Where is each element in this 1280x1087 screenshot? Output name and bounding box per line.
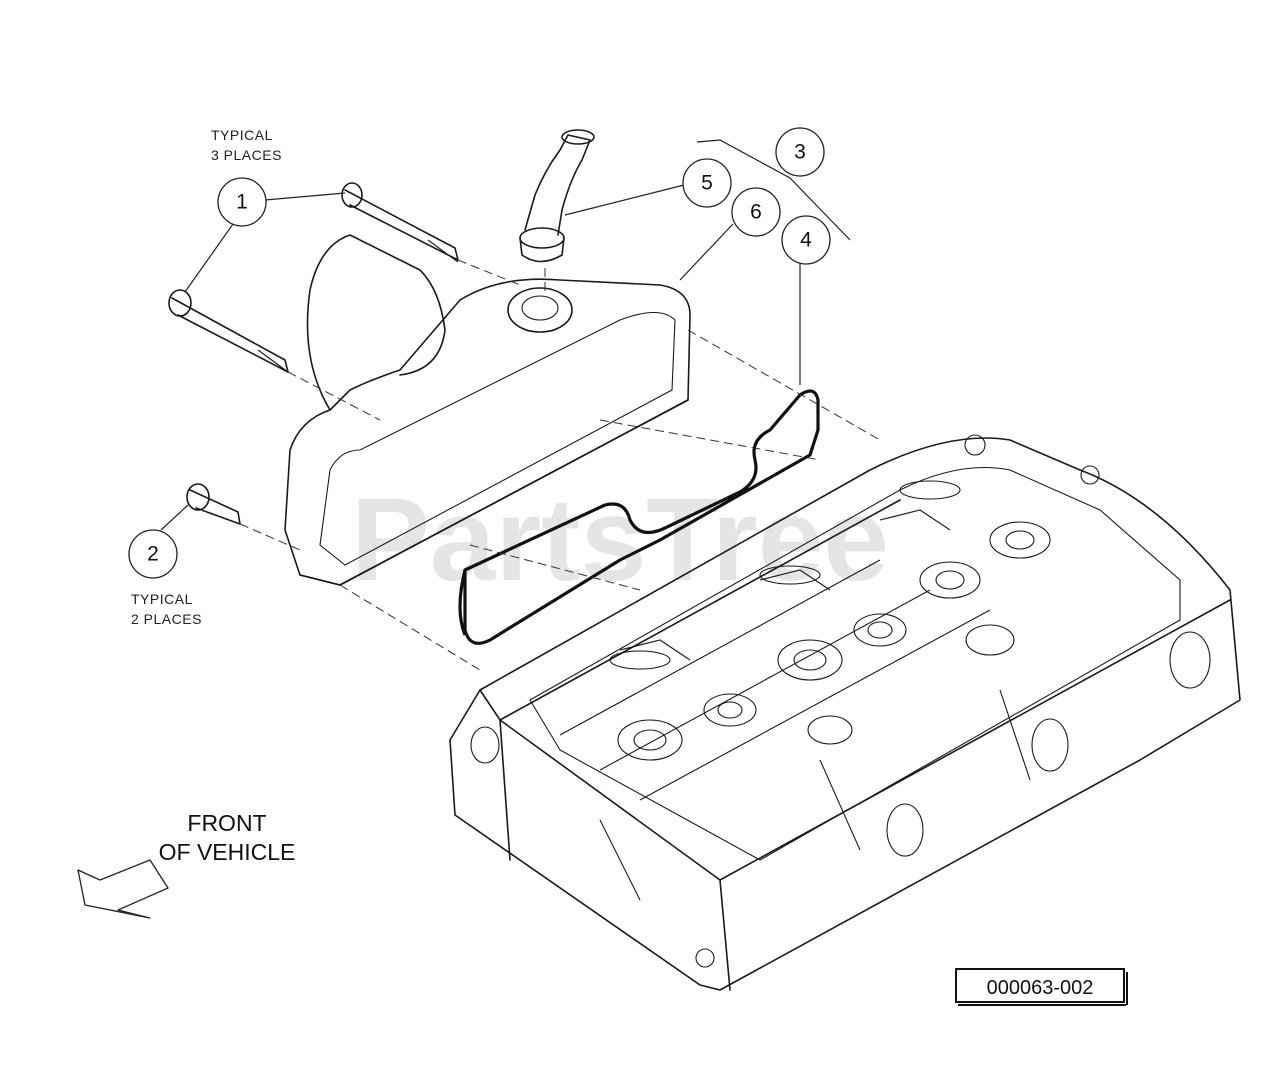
callout-2: 2 <box>128 529 178 579</box>
elbow-fitting-drawing <box>519 129 595 263</box>
front-label-line1: FRONT <box>187 810 266 836</box>
callout-6: 6 <box>731 187 781 237</box>
drawing-number: 000063-002 <box>987 977 1094 999</box>
typical-2-places-line2: 2 PLACES <box>131 611 202 627</box>
short-bolt-drawing <box>186 483 241 525</box>
svg-text:2: 2 <box>147 543 159 566</box>
gasket-drawing <box>458 389 820 645</box>
leader-lines <box>160 139 851 531</box>
svg-text:1: 1 <box>236 191 248 214</box>
long-bolt-upper-drawing <box>341 182 459 263</box>
assembly-lines <box>239 259 881 671</box>
svg-text:5: 5 <box>701 172 713 195</box>
watermark-text: PartsTree <box>351 474 889 606</box>
typical-2-places-line1: TYPICAL <box>131 591 193 607</box>
typical-3-places-line2: 3 PLACES <box>211 147 282 163</box>
callout-4: 4 <box>781 215 831 265</box>
svg-text:6: 6 <box>750 201 762 224</box>
callout-5: 5 <box>682 158 732 208</box>
callout-1: 1 <box>217 177 267 227</box>
svg-text:4: 4 <box>800 229 812 252</box>
drawing-number-box <box>955 968 1125 1003</box>
long-bolt-lower-drawing <box>168 289 289 373</box>
svg-text:3: 3 <box>794 141 806 164</box>
callout-3: 3 <box>775 127 825 177</box>
front-arrow-icon <box>77 859 169 919</box>
front-label-line2: OF VEHICLE <box>159 839 296 865</box>
typical-3-places-line1: TYPICAL <box>211 127 273 143</box>
cylinder-head-drawing <box>449 434 1241 991</box>
